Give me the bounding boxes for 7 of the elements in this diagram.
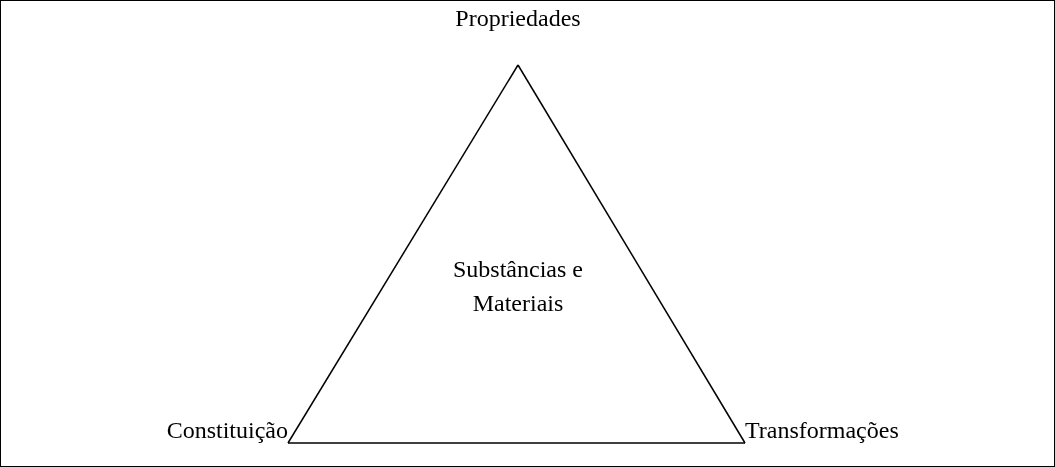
center-label: Substâncias e Materiais bbox=[452, 255, 584, 318]
triangle-side-line bbox=[287, 64, 519, 444]
vertex-label: Propriedades bbox=[448, 4, 588, 62]
vertex-label: Constituição bbox=[118, 416, 288, 446]
triangle-side-line bbox=[517, 64, 746, 444]
triangle-side-line bbox=[287, 442, 746, 444]
vertex-label: Transformações bbox=[745, 416, 935, 446]
